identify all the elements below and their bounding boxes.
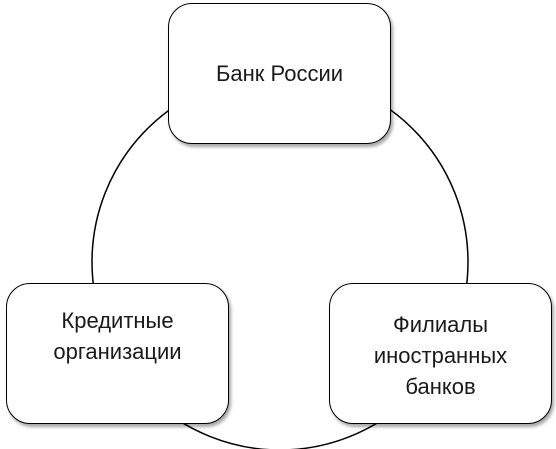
node-credit-organizations: Кредитные организации [6,283,229,424]
node-foreign-bank-branches-label: Филиалы иностранных банков [373,312,508,399]
node-bank-of-russia: Банк России [168,3,391,144]
node-credit-organizations-label: Кредитные организации [53,308,182,364]
node-foreign-bank-branches: Филиалы иностранных банков [329,283,552,424]
node-bank-of-russia-label: Банк России [215,61,344,86]
